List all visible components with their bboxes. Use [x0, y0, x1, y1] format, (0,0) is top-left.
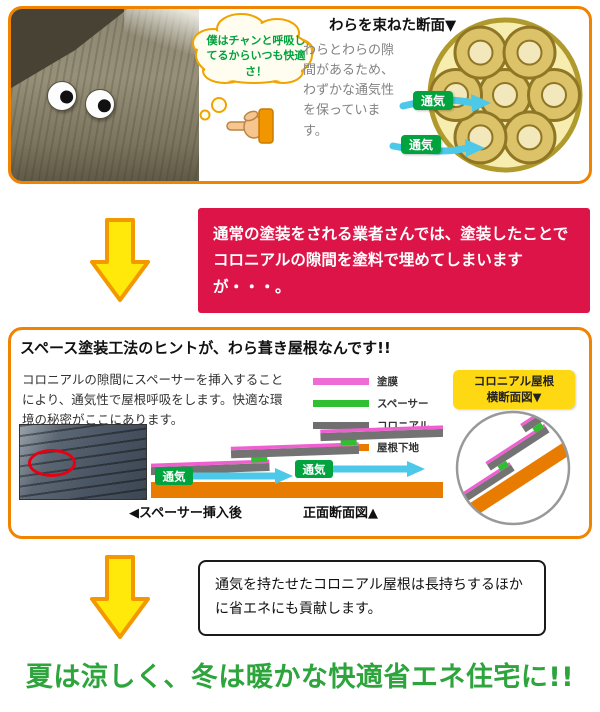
thought-bubble-text: 僕はチャンと呼吸してるからいつも快適さ！ [206, 34, 306, 78]
step-row-2: 通気を持たせたコロニアル屋根は長持ちするほかに省エネにも貢献します。 [8, 555, 592, 641]
legend-item: スペーサー [313, 396, 429, 411]
colonial-roof-label-line2: 横断面図▼ [486, 389, 542, 404]
vent-flow-right: 通気 [295, 460, 425, 479]
legend-swatch-spacer [313, 400, 369, 408]
straw-roof-panel: 僕はチャンと呼吸してるからいつも快適さ！ わらを束ねた断面▼ わらとわらの隙間が… [8, 6, 592, 184]
thatched-roof-photo [11, 9, 199, 181]
front-cross-section-diagram: 通気 通気 [151, 425, 443, 499]
googly-eye-left [45, 79, 79, 113]
hint-panel-title: スペース塗装工法のヒントが、わら葺き屋根なんです!! [20, 339, 391, 358]
straw-panel-description: わらとわらの隙間があるため、わずかな通気性を保っています。 [303, 43, 395, 139]
red-highlight-circle [28, 449, 76, 478]
roof-photo-after-spacer [19, 424, 147, 501]
down-arrow-icon [90, 555, 150, 640]
colonial-roof-label: コロニアル屋根 横断面図▼ [453, 370, 575, 410]
colonial-roof-label-line1: コロニアル屋根 [473, 374, 555, 389]
thought-bubble-shape [192, 13, 314, 121]
eye-pupil [97, 98, 112, 113]
vent-badge-top: 通気 [413, 91, 453, 110]
vent-badge-left: 通気 [163, 470, 186, 484]
legend-swatch-colonial [313, 422, 369, 430]
straw-section-heading: わらを束ねた断面▼ [329, 18, 457, 34]
googly-eye-right [83, 87, 117, 121]
vent-badge-bottom: 通気 [401, 135, 441, 154]
white-callout: 通気を持たせたコロニアル屋根は長持ちするほかに省エネにも貢献します。 [198, 560, 546, 636]
page-root: 僕はチャンと呼吸してるからいつも快適さ！ わらを束ねた断面▼ わらとわらの隙間が… [0, 6, 600, 712]
vent-badge-right: 通気 [303, 463, 326, 477]
vent-flow-left: 通気 [155, 467, 293, 486]
hint-panel-description: コロニアルの隙間にスペーサーを挿入することにより、通気性で屋根呼吸をします。快適… [22, 372, 284, 428]
pointing-hand-icon [226, 108, 274, 144]
down-arrow-icon [90, 217, 150, 302]
red-callout: 通常の塗装をされる業者さんでは、塗装したことでコロニアルの隙間を塗料で埋めてしま… [198, 208, 590, 314]
eye-pupil [59, 89, 74, 105]
legend-item: 塗膜 [313, 374, 429, 389]
legend-label: スペーサー [377, 398, 429, 411]
step-row-1: 通常の塗装をされる業者さんでは、塗装したことでコロニアルの隙間を塗料で埋めてしま… [8, 208, 592, 314]
footer-headline: 夏は涼しく、冬は暖かな快適省エネ住宅に!! [25, 662, 575, 694]
caption-front-view: 正面断面図▲ [303, 506, 378, 522]
cross-section-circle-diagram [453, 408, 573, 529]
legend-swatch-coating [313, 378, 369, 386]
caption-spacer-inserted: ◀スペーサー挿入後 [129, 506, 242, 522]
legend-label: 塗膜 [377, 376, 398, 389]
legend-label: 屋根下地 [377, 442, 419, 455]
hint-panel: スペース塗装工法のヒントが、わら葺き屋根なんです!! コロニアルの隙間にスペーサ… [8, 327, 592, 540]
